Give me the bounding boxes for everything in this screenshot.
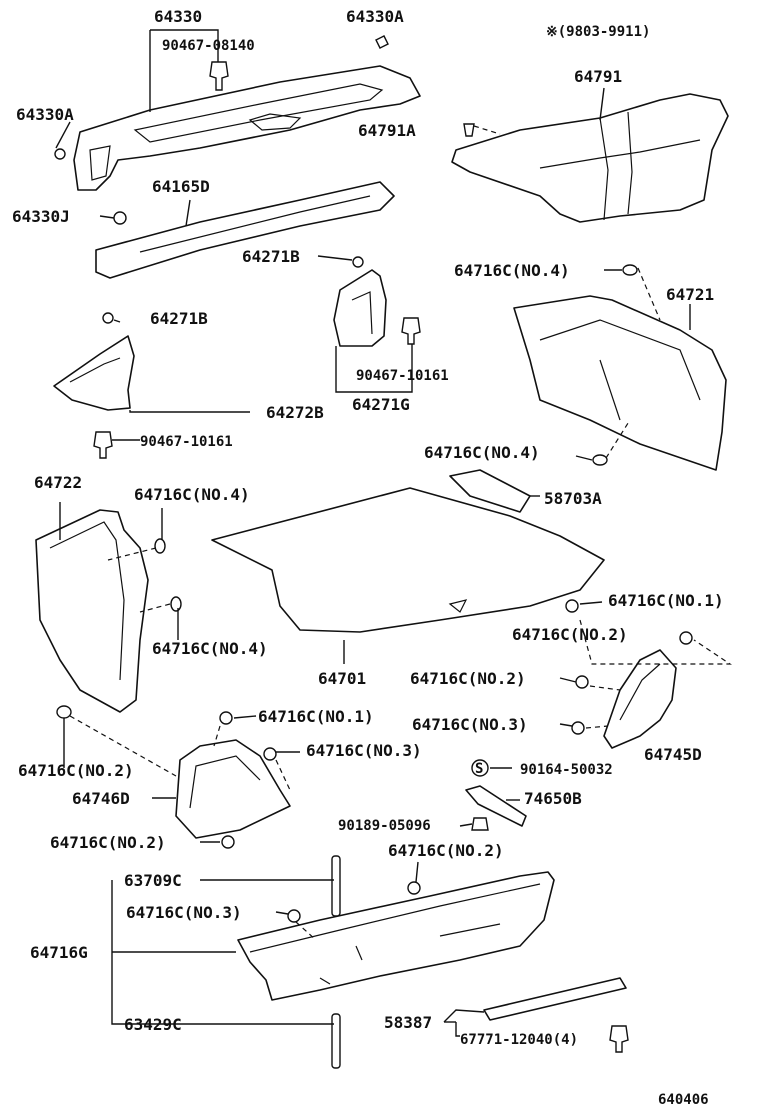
- clip-64716C-no2-d: [221, 835, 235, 849]
- label-64271B-left: 64271B: [150, 309, 208, 328]
- clip-64716C-no4-d: [170, 596, 182, 612]
- label-64716C-no4-c: 64716C(NO.4): [134, 485, 250, 504]
- label-90467-10161-mid: 90467-10161: [356, 368, 449, 384]
- trunk-side-trim-64722: [35, 509, 149, 713]
- trim-64271G: [333, 269, 387, 347]
- label-63709C: 63709C: [124, 871, 182, 890]
- label-64716C-no3-a: 64716C(NO.3): [412, 715, 528, 734]
- stopper-63709C: [331, 855, 341, 917]
- clip-64716C-no1-b: [219, 711, 233, 725]
- label-90164-50032: 90164-50032: [520, 762, 613, 778]
- label-64330A-left: 64330A: [16, 105, 74, 124]
- label-64330J: 64330J: [12, 207, 70, 226]
- label-64271B-mid: 64271B: [242, 247, 300, 266]
- clip-64271B-mid: [352, 256, 364, 268]
- label-64716C-no2-a: 64716C(NO.2): [512, 625, 628, 644]
- label-64716C-no3-c: 64716C(NO.3): [126, 903, 242, 922]
- label-63429C: 63429C: [124, 1015, 182, 1034]
- clip-64330J: [113, 211, 127, 225]
- label-90467-10161-left: 90467-10161: [140, 434, 233, 450]
- label-58703A: 58703A: [544, 489, 602, 508]
- nut-90189-05096: [471, 817, 489, 831]
- label-64716C-no2-b: 64716C(NO.2): [410, 669, 526, 688]
- label-64722: 64722: [34, 473, 82, 492]
- label-64271G: 64271G: [352, 395, 410, 414]
- clip-64716C-no3-c: [287, 909, 301, 923]
- label-64701: 64701: [318, 669, 366, 688]
- clip-64716C-no3-a: [571, 721, 585, 735]
- label-90189-05096: 90189-05096: [338, 818, 431, 834]
- clip-64716C-no4-c: [154, 538, 166, 554]
- clip-64716C-no1-a: [565, 599, 579, 613]
- clip-64716C-no4-a: [622, 264, 638, 276]
- label-64721: 64721: [666, 285, 714, 304]
- clip-64716C-no2-b: [56, 705, 72, 719]
- label-64716C-no4-d: 64716C(NO.4): [152, 639, 268, 658]
- rear-panel-trim-64716G: [237, 871, 555, 1001]
- clip-90467-08140: [209, 61, 229, 91]
- trunk-mat-64701: [211, 487, 605, 633]
- screw-90164-50032: S: [471, 759, 489, 777]
- label-64791: 64791: [574, 67, 622, 86]
- clip-64271B-left: [102, 312, 114, 324]
- label-64716C-no2-e: 64716C(NO.2): [388, 841, 504, 860]
- label-64746D: 64746D: [72, 789, 130, 808]
- trunk-lid-trim-64791: [451, 93, 729, 223]
- clip-64716C-no2-c: [575, 675, 589, 689]
- clip-90467-10161-mid: [401, 317, 421, 345]
- cover-58703A: [449, 469, 531, 513]
- label-64716C-no2-c: 64716C(NO.2): [18, 761, 134, 780]
- clip-64716C-no2-a: [679, 631, 693, 645]
- part-labels: 64330 64330A 90467-08140 64330A 64791 64…: [12, 7, 724, 1048]
- label-64330: 64330: [154, 7, 202, 26]
- plate-58387: [483, 977, 627, 1021]
- stopper-63429C: [331, 1013, 341, 1069]
- trim-64746D: [175, 739, 291, 839]
- label-64272B: 64272B: [266, 403, 324, 422]
- diagram-code: 640406: [658, 1092, 709, 1108]
- label-64745D: 64745D: [644, 745, 702, 764]
- label-64716C-no4-b: 64716C(NO.4): [424, 443, 540, 462]
- label-64330A-top: 64330A: [346, 7, 404, 26]
- date-range-note: ※(9803-9911): [546, 24, 650, 40]
- label-64716C-no1-a: 64716C(NO.1): [608, 591, 724, 610]
- label-64791A: 64791A: [358, 121, 416, 140]
- clip-64716C-no2-e: [407, 881, 421, 895]
- clip-90467-10161-left: [93, 431, 113, 459]
- clip-67771-12040: [609, 1025, 629, 1053]
- clip-64330A-top: [375, 35, 389, 49]
- clip-64791A: [463, 123, 475, 137]
- s-mark: S: [475, 761, 483, 777]
- label-64716C-no2-d: 64716C(NO.2): [50, 833, 166, 852]
- trim-64272B: [53, 335, 135, 411]
- trim-64165D: [95, 181, 395, 279]
- label-64165D: 64165D: [152, 177, 210, 196]
- clip-64716C-no3-b: [263, 747, 277, 761]
- label-64716G: 64716G: [30, 943, 88, 962]
- bracket-74650B: [465, 785, 527, 827]
- clip-64716C-no4-b: [592, 454, 608, 466]
- package-tray-trim-64330: [73, 65, 421, 191]
- trim-64745D: [603, 649, 677, 749]
- leader-lines: [55, 29, 732, 1037]
- clip-64330A-left: [54, 148, 66, 160]
- label-58387: 58387: [384, 1013, 432, 1032]
- label-67771-12040: 67771-12040(4): [460, 1032, 578, 1048]
- label-90467-08140: 90467-08140: [162, 38, 255, 54]
- label-64716C-no4-a: 64716C(NO.4): [454, 261, 570, 280]
- label-64716C-no3-b: 64716C(NO.3): [306, 741, 422, 760]
- label-74650B: 74650B: [524, 789, 582, 808]
- label-64716C-no1-b: 64716C(NO.1): [258, 707, 374, 726]
- trunk-side-trim-64721: [513, 295, 727, 471]
